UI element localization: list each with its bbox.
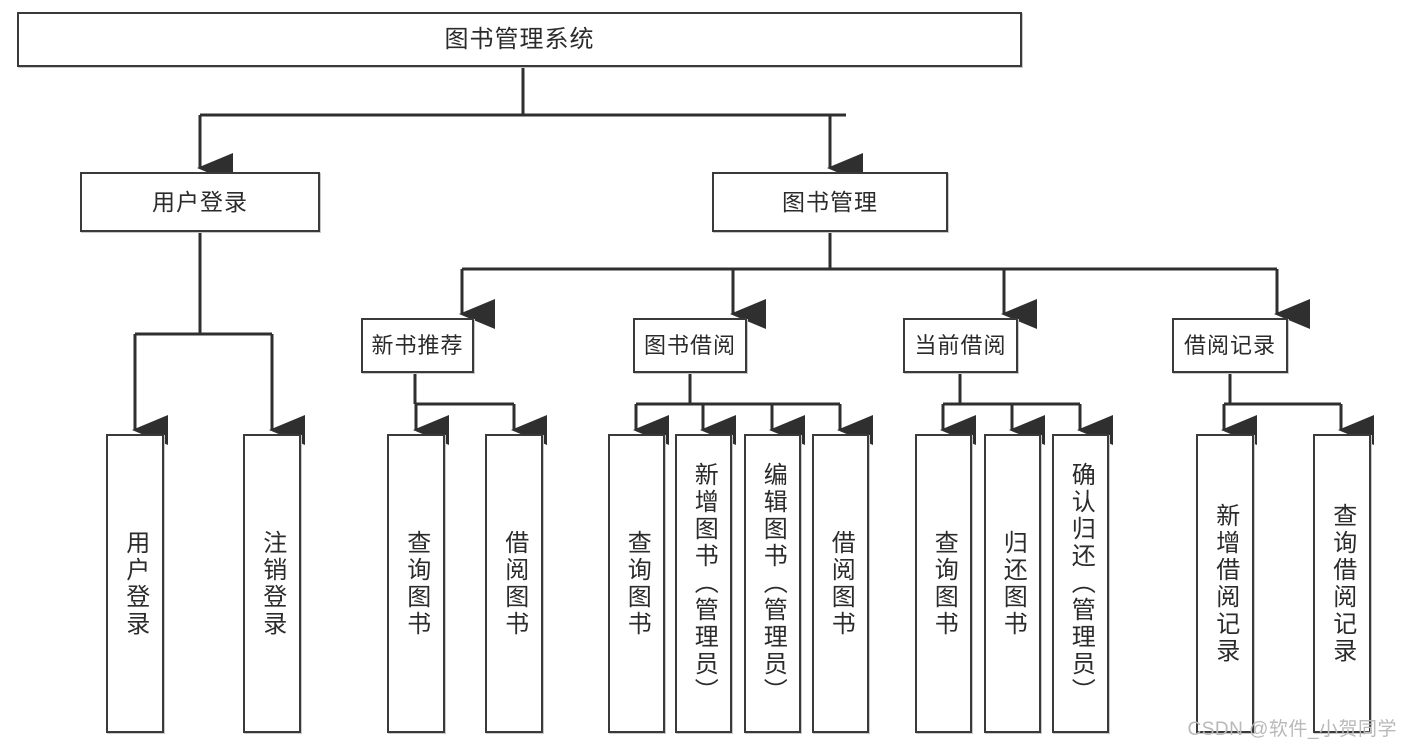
node-label: 借阅图书: [827, 529, 855, 638]
node-label: 图书管理: [782, 188, 878, 215]
node-label: 查询图书: [930, 529, 958, 638]
watermark: CSDN @软件_小贺同学: [1187, 719, 1397, 740]
node-label: 借阅记录: [1183, 332, 1276, 358]
node-user-login[interactable]: 用户登录: [80, 172, 320, 232]
leaf-record-add-record[interactable]: 新增借阅记录: [1196, 434, 1254, 733]
leaf-current-return-book[interactable]: 归还图书: [984, 434, 1041, 733]
leaf-current-query-book[interactable]: 查询图书: [915, 434, 972, 733]
node-label: 图书借阅: [643, 332, 736, 358]
node-label: 新增图书（管理员）: [690, 462, 718, 705]
node-new-book-recommend[interactable]: 新书推荐: [361, 318, 474, 373]
node-book-management[interactable]: 图书管理: [712, 172, 948, 232]
leaf-borrow-borrow-book[interactable]: 借阅图书: [812, 434, 869, 733]
leaf-user-login-login[interactable]: 用户登录: [106, 434, 164, 733]
leaf-recommend-query-book[interactable]: 查询图书: [387, 434, 445, 733]
node-label: 编辑图书（管理员）: [759, 462, 787, 705]
node-label: 新书推荐: [371, 332, 464, 358]
leaf-borrow-add-book-admin[interactable]: 新增图书（管理员）: [675, 434, 732, 733]
node-label: 注销登录: [258, 529, 286, 638]
node-label: 图书管理系统: [444, 25, 595, 53]
node-root-system[interactable]: 图书管理系统: [17, 12, 1022, 67]
node-label: 借阅图书: [500, 529, 528, 638]
node-borrow-record[interactable]: 借阅记录: [1172, 318, 1288, 373]
node-book-borrow[interactable]: 图书借阅: [633, 318, 747, 373]
node-label: 确认归还（管理员）: [1067, 462, 1095, 705]
leaf-current-confirm-return-admin[interactable]: 确认归还（管理员）: [1052, 434, 1109, 733]
node-label: 用户登录: [152, 188, 248, 215]
leaf-borrow-query-book[interactable]: 查询图书: [608, 434, 665, 733]
node-label: 查询借阅记录: [1328, 502, 1356, 665]
node-label: 归还图书: [999, 529, 1027, 638]
leaf-recommend-borrow-book[interactable]: 借阅图书: [485, 434, 543, 733]
leaf-record-query-record[interactable]: 查询借阅记录: [1313, 434, 1371, 733]
node-label: 查询图书: [402, 529, 430, 638]
node-label: 查询图书: [623, 529, 651, 638]
leaf-borrow-edit-book-admin[interactable]: 编辑图书（管理员）: [744, 434, 801, 733]
node-label: 用户登录: [121, 529, 149, 638]
leaf-user-login-logout[interactable]: 注销登录: [243, 434, 301, 733]
node-label: 新增借阅记录: [1211, 502, 1239, 665]
node-label: 当前借阅: [914, 332, 1007, 358]
node-current-borrow[interactable]: 当前借阅: [903, 318, 1018, 373]
